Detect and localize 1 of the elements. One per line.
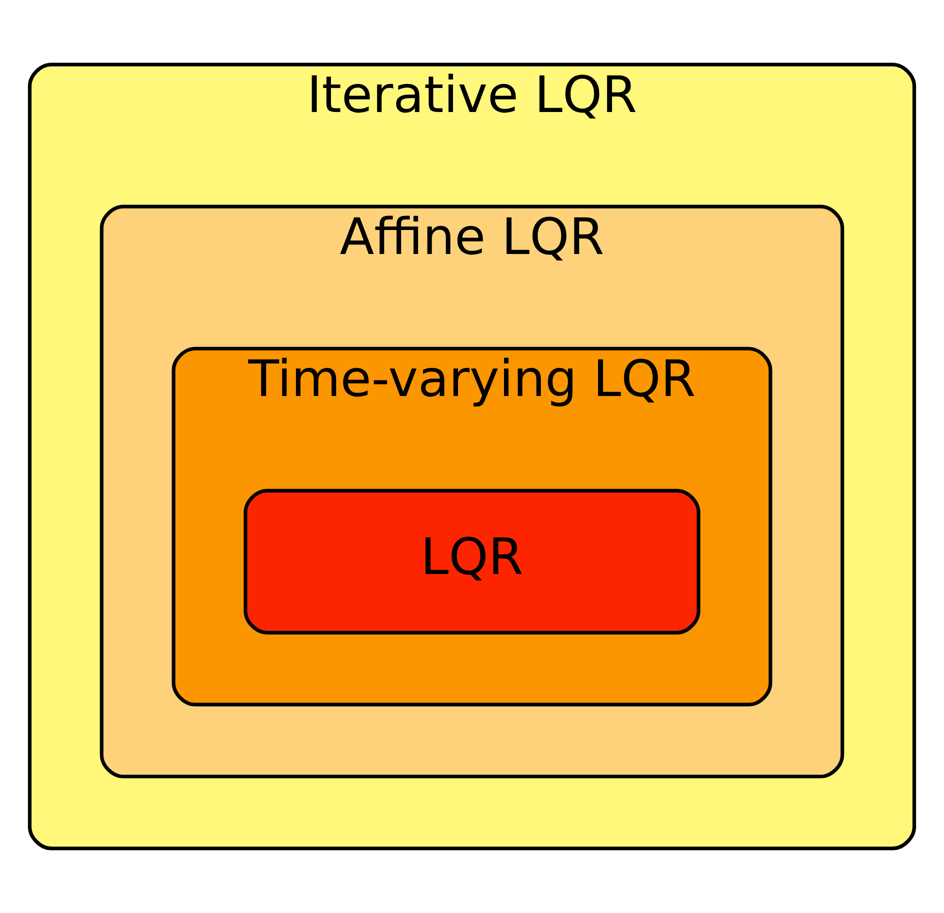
node-box: LQR (244, 488, 700, 634)
